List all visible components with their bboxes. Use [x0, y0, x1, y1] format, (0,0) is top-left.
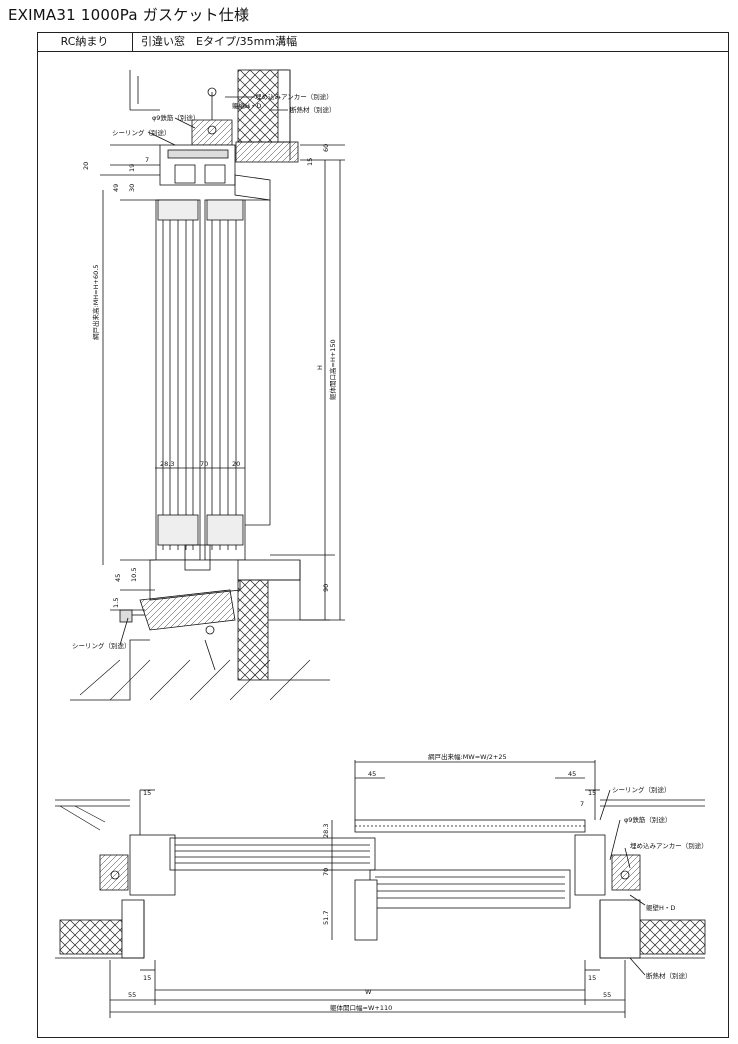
dim-15b-h: 15 — [588, 789, 596, 797]
dim-7-h: 7 — [580, 800, 584, 808]
dim-51-7-h: 51.7 — [322, 911, 330, 925]
screen-width-label: 網戸出来幅:MW=W/2+25 — [428, 752, 507, 761]
vertical-section — [70, 69, 345, 701]
wall-label-h: 躯壁H・D — [646, 903, 675, 912]
rebar-label: φ9鉄筋（別途） — [152, 113, 199, 122]
dim-7: 7 — [145, 156, 149, 164]
sealing-top-label: シーリング（別途） — [112, 128, 171, 137]
dim-19: 19 — [128, 164, 136, 172]
screen-panel — [354, 819, 586, 833]
sealing-bottom-label: シーリング（別途） — [72, 641, 131, 650]
anchor-label-h: 埋め込みアンカー（別途） — [630, 841, 708, 850]
dim-15: 15 — [306, 158, 314, 166]
sill-wall-concrete — [237, 579, 269, 681]
sealing-label: シーリング（別途） — [612, 785, 671, 794]
dim-90: 90 — [322, 584, 330, 592]
w-label: W — [365, 988, 372, 996]
opening-height-label: 躯体開口高=H+150 — [328, 339, 337, 400]
dim-15d-h: 15 — [588, 974, 596, 982]
wall-label: 躯壁H・D — [232, 101, 261, 110]
dim-70-h: 70 — [322, 868, 330, 876]
rebar-label-h: φ9鉄筋（別途） — [624, 815, 671, 824]
dim-15c-h: 15 — [143, 974, 151, 982]
window-spec-label: 引違い窓 Eタイプ/35mm溝幅 — [141, 35, 298, 48]
dim-30: 30 — [128, 184, 136, 192]
screen-height-label: 網戸出来高:MH=H+60.5 — [91, 265, 100, 340]
mount-type-label: RC納まり — [37, 32, 133, 51]
top-wall-finish — [277, 69, 291, 143]
dim-28-3: 28.3 — [160, 460, 174, 468]
h-label: H — [316, 365, 324, 370]
dim-55b-h: 55 — [603, 991, 611, 999]
dim-20b: 20 — [232, 460, 240, 468]
left-wall-concrete — [59, 919, 123, 955]
inner-sash — [204, 199, 246, 561]
dim-10-5: 10.5 — [130, 568, 138, 582]
horizontal-section — [55, 760, 706, 1018]
dim-20: 20 — [82, 162, 90, 170]
spec-header: RC納まり 引違い窓 Eタイプ/35mm溝幅 — [37, 32, 729, 52]
opening-width-label: 躯体開口幅=W+110 — [330, 1003, 392, 1012]
drawing-frame — [37, 32, 729, 1038]
dim-15a-h: 15 — [143, 789, 151, 797]
dim-49: 49 — [112, 184, 120, 192]
inner-sash-horizontal — [369, 869, 571, 909]
dim-45b-h: 45 — [568, 770, 576, 778]
outer-sash-horizontal — [169, 837, 376, 871]
rebar-bottom-icon — [205, 625, 215, 635]
right-wall-concrete — [639, 919, 706, 955]
horizontal-section-labels: 網戸出来幅:MW=W/2+25 シーリング（別途） φ9鉄筋（別途） 埋め込みア… — [128, 752, 708, 1012]
insulation-label: 断熱材（別途） — [290, 105, 336, 114]
rebar-right-icon — [620, 870, 630, 880]
dim-1-5: 1.5 — [112, 598, 120, 608]
dim-70: 70 — [200, 460, 208, 468]
dim-45a-h: 45 — [368, 770, 376, 778]
anchor-label: 埋め込みアンカー（別途） — [255, 92, 333, 101]
insulation-label-h: 断熱材（別途） — [646, 971, 692, 980]
top-insulation — [235, 141, 299, 163]
page-title: EXIMA31 1000Pa ガスケット仕様 — [8, 6, 250, 24]
rebar-left-icon — [110, 870, 120, 880]
vertical-section-labels: 埋め込みアンカー（別途） φ9鉄筋（別途） シーリング（別途） 断熱材（別途） … — [72, 92, 337, 650]
dim-28-3-h: 28.3 — [322, 824, 330, 838]
dim-55a-h: 55 — [128, 991, 136, 999]
dim-45: 45 — [114, 574, 122, 582]
dim-60: 60 — [322, 144, 330, 152]
